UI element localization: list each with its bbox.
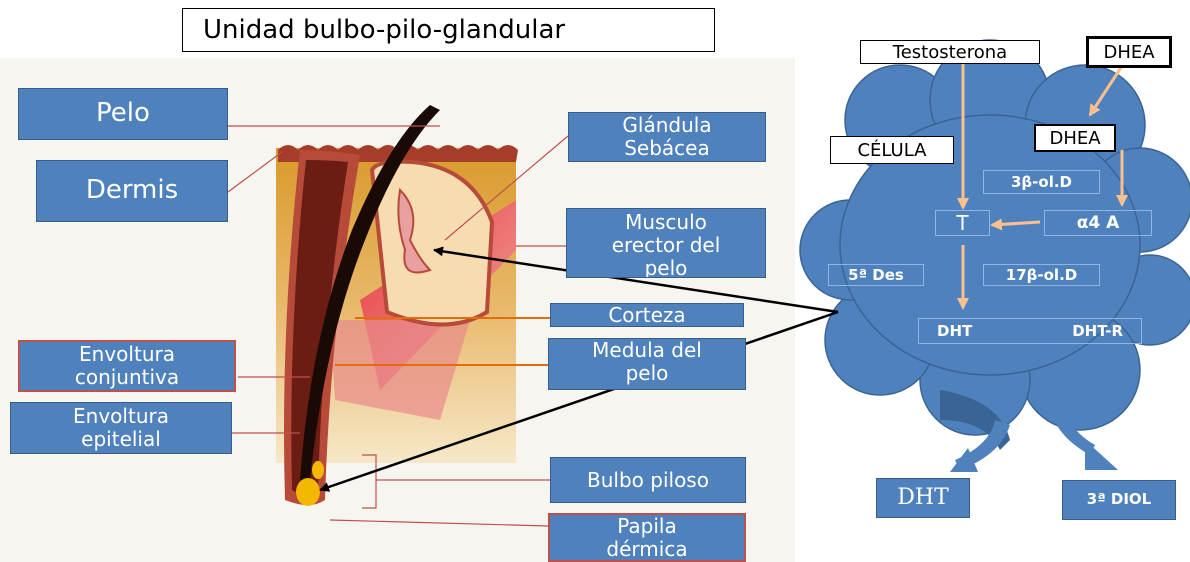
label-dermis: Dermis bbox=[36, 160, 228, 222]
node-dht-row: DHT DHT-R bbox=[918, 318, 1142, 344]
node-alpha4-a: α4 A bbox=[1044, 210, 1152, 236]
node-dht: DHT bbox=[937, 322, 972, 340]
output-dht: DHT bbox=[876, 478, 970, 518]
label-envoltura-epitelial: Envoltura epitelial bbox=[10, 402, 232, 454]
cell-cloud bbox=[800, 40, 1190, 435]
output-3-diol: 3ª DIOL bbox=[1062, 480, 1176, 520]
label-pelo: Pelo bbox=[18, 88, 228, 140]
node-17beta-ol-d: 17β-ol.D bbox=[983, 264, 1100, 286]
node-dht-r: DHT-R bbox=[1072, 322, 1123, 340]
papilla-tip bbox=[312, 461, 324, 479]
flow-arrowhead-right bbox=[1085, 440, 1118, 470]
label-celula: CÉLULA bbox=[830, 136, 954, 164]
label-medula: Medula del pelo bbox=[548, 338, 746, 390]
node-t: T bbox=[935, 210, 990, 236]
label-envoltura-conjuntiva: Envoltura conjuntiva bbox=[18, 340, 236, 392]
label-dhea-inner: DHEA bbox=[1034, 124, 1116, 152]
label-corteza: Corteza bbox=[550, 303, 744, 327]
label-musculo-erector: Musculo erector del pelo bbox=[566, 208, 766, 278]
label-glandula-sebacea: Glándula Sebácea bbox=[568, 112, 766, 162]
label-bulbo-piloso: Bulbo piloso bbox=[550, 457, 746, 503]
dermal-papilla-shape bbox=[296, 478, 320, 506]
page-title: Unidad bulbo-pilo-glandular bbox=[182, 8, 715, 52]
label-testosterona: Testosterona bbox=[860, 40, 1040, 64]
node-3beta-ol-d: 3β-ol.D bbox=[983, 170, 1100, 194]
label-dhea-top: DHEA bbox=[1086, 36, 1172, 68]
label-papila-dermica: Papila dérmica bbox=[548, 513, 746, 562]
node-5-des: 5ª Des bbox=[828, 264, 924, 286]
